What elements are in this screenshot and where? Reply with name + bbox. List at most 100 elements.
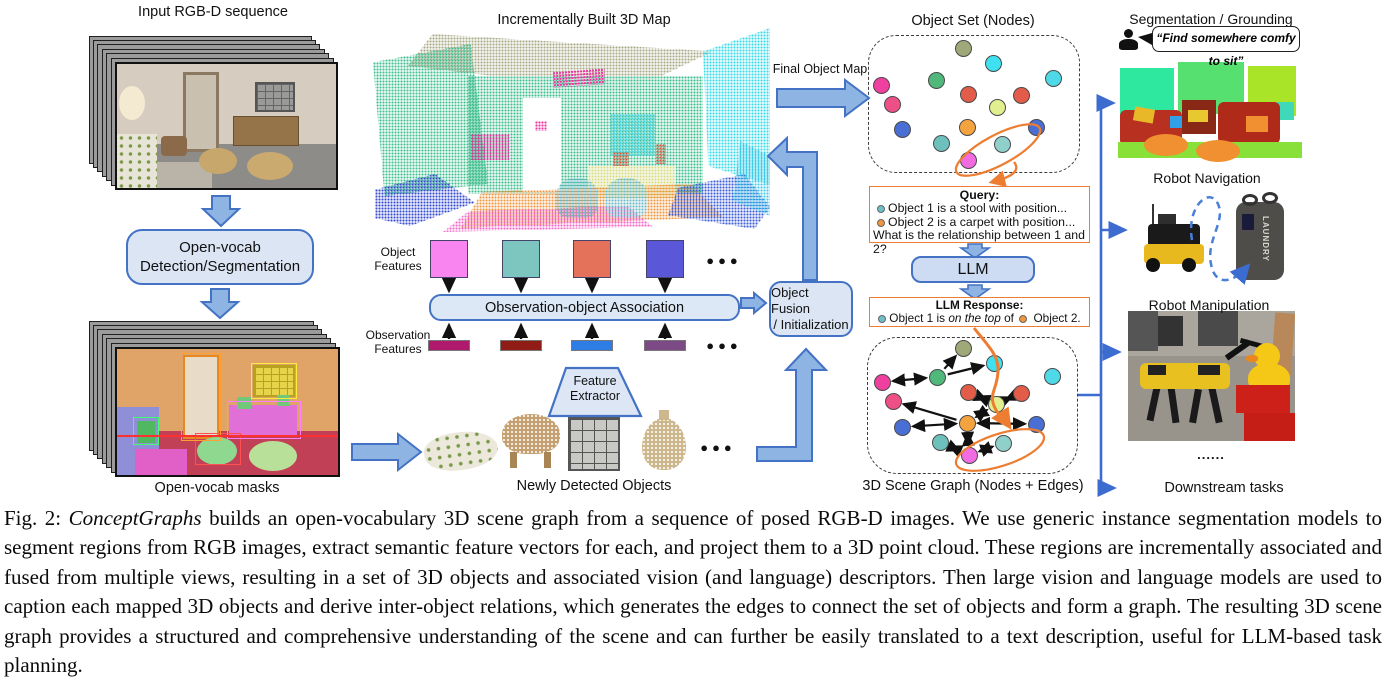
detected-vase-neck — [659, 410, 669, 420]
seg-ottoman-1 — [1144, 134, 1188, 156]
detection-box-line2: Detection/Segmentation — [139, 258, 301, 275]
manip-clutter-2 — [1158, 316, 1183, 346]
scene-graph-node — [1027, 415, 1045, 433]
detected-vase — [642, 418, 686, 470]
map-door-gap — [523, 98, 561, 192]
room-cabinet — [233, 116, 299, 146]
mask-cabinet — [229, 405, 297, 435]
object1-dot — [877, 205, 885, 213]
object-set-node — [893, 120, 911, 138]
arrow-association-to-fusion — [740, 290, 768, 316]
llm-response-line: Object 1 is on the top of Object 2. — [870, 312, 1089, 325]
map-vase-1 — [613, 152, 629, 166]
nav-robot-wheel-1 — [1146, 258, 1160, 272]
arrow-fusion-to-map — [766, 135, 818, 281]
speech-bubble: “Find somewhere comfy to sit” — [1152, 26, 1300, 68]
scene-graph-node — [1043, 367, 1061, 385]
mask-pink-blob — [135, 449, 187, 475]
object-feature-square — [502, 240, 540, 278]
segmentation-image — [1118, 54, 1302, 162]
object-set-node — [1027, 118, 1045, 136]
fusion-box-line2: / Initialization — [773, 317, 849, 332]
detected-window-frame — [568, 417, 620, 471]
map-chair-1 — [556, 178, 598, 218]
observation-features-dots: ●●● — [706, 338, 742, 353]
llm-label: LLM — [957, 260, 989, 278]
segmentation-title: Segmentation / Grounding — [1129, 11, 1293, 27]
object-set-node — [959, 151, 977, 169]
manip-duck-head — [1254, 343, 1280, 369]
query-object1: Object 1 is a stool with position... — [870, 201, 1089, 216]
object-set-node — [984, 54, 1002, 72]
caption-prefix: Fig. 2: — [4, 506, 69, 530]
scene-graph-node — [928, 368, 946, 386]
arrow-detection-to-masks — [199, 288, 241, 320]
object-set-title: Object Set (Nodes) — [911, 13, 1035, 29]
manip-spot-patch-1 — [1148, 365, 1166, 375]
object-set-node — [958, 118, 976, 136]
room-door — [183, 72, 219, 152]
scene-graph-node — [985, 354, 1003, 372]
object2-dot — [1019, 315, 1028, 323]
llm-response-title: LLM Response: — [935, 298, 1024, 312]
seg-orange-patch — [1246, 116, 1268, 132]
manipulation-title: Robot Manipulation — [1148, 297, 1270, 313]
nav-basket-handle-2 — [1262, 192, 1278, 204]
object-feature-square — [646, 240, 684, 278]
mask-plant-1 — [237, 397, 251, 409]
seg-ottoman-2 — [1196, 140, 1240, 162]
mask-scanline — [117, 435, 338, 437]
scene-graph-node — [958, 414, 976, 432]
mask-plant-2 — [277, 395, 289, 406]
manip-clutter-3 — [1198, 311, 1238, 346]
downstream-tasks-label: Downstream tasks — [1164, 480, 1284, 496]
mask-door — [183, 355, 219, 439]
association-box: Observation-object Association — [429, 294, 740, 321]
mask-ottoman-1 — [197, 437, 237, 465]
navigation-title: Robot Navigation — [1153, 170, 1261, 186]
mask-window — [253, 365, 295, 397]
object-set-node — [1012, 86, 1030, 104]
room-window — [255, 82, 295, 112]
observation-feature-bar — [571, 340, 613, 351]
figure-caption: Fig. 2: ConceptGraphs builds an open-voc… — [0, 504, 1386, 680]
object-set-node — [988, 98, 1006, 116]
nav-laundry-text: LAUNDRY — [1261, 216, 1270, 262]
conceptgraphs-figure: LAUNDRY — [88, 4, 1302, 498]
manip-spot-patch-2 — [1198, 365, 1220, 375]
input-sequence-title: Input RGB-D sequence — [138, 4, 288, 20]
map-vase-2 — [656, 144, 666, 164]
newly-detected-dots: ●●● — [700, 440, 736, 455]
room-lamp — [119, 86, 145, 120]
scene-graph-node — [959, 383, 977, 401]
nav-robot-antenna — [1152, 204, 1154, 226]
manip-crate-2 — [1244, 413, 1295, 441]
object-set-node — [1044, 69, 1062, 87]
nav-robot-sensor — [1158, 214, 1176, 226]
object-set-node — [872, 76, 890, 94]
object-set-node — [954, 39, 972, 57]
nav-basket-handle-1 — [1242, 194, 1258, 206]
detected-ottoman-leg-2 — [544, 452, 551, 468]
association-label: Observation-object Association — [484, 299, 685, 316]
nav-basket-patch — [1242, 214, 1254, 230]
mask-chair — [137, 421, 155, 443]
object-set-node — [993, 135, 1011, 153]
llm-response-box: LLM Response: Object 1 is on the top of … — [869, 297, 1090, 327]
speech-bubble-tail — [1138, 33, 1152, 45]
observation-feature-bar — [428, 340, 470, 351]
observation-feature-bar — [644, 340, 686, 351]
arrow-masks-to-objects — [351, 431, 423, 473]
object-set-node — [927, 71, 945, 89]
query-question: What is the relationship between 1 and 2… — [873, 228, 1085, 256]
downstream-dots: ...... — [1197, 447, 1225, 462]
fusion-box-line1: Object Fusion — [771, 285, 811, 316]
scene-graph-node — [954, 339, 972, 357]
scene-graph-node — [1012, 384, 1030, 402]
manip-crate-1 — [1236, 385, 1290, 413]
downstream-bracket — [1078, 93, 1128, 498]
masks-photo — [115, 347, 340, 477]
